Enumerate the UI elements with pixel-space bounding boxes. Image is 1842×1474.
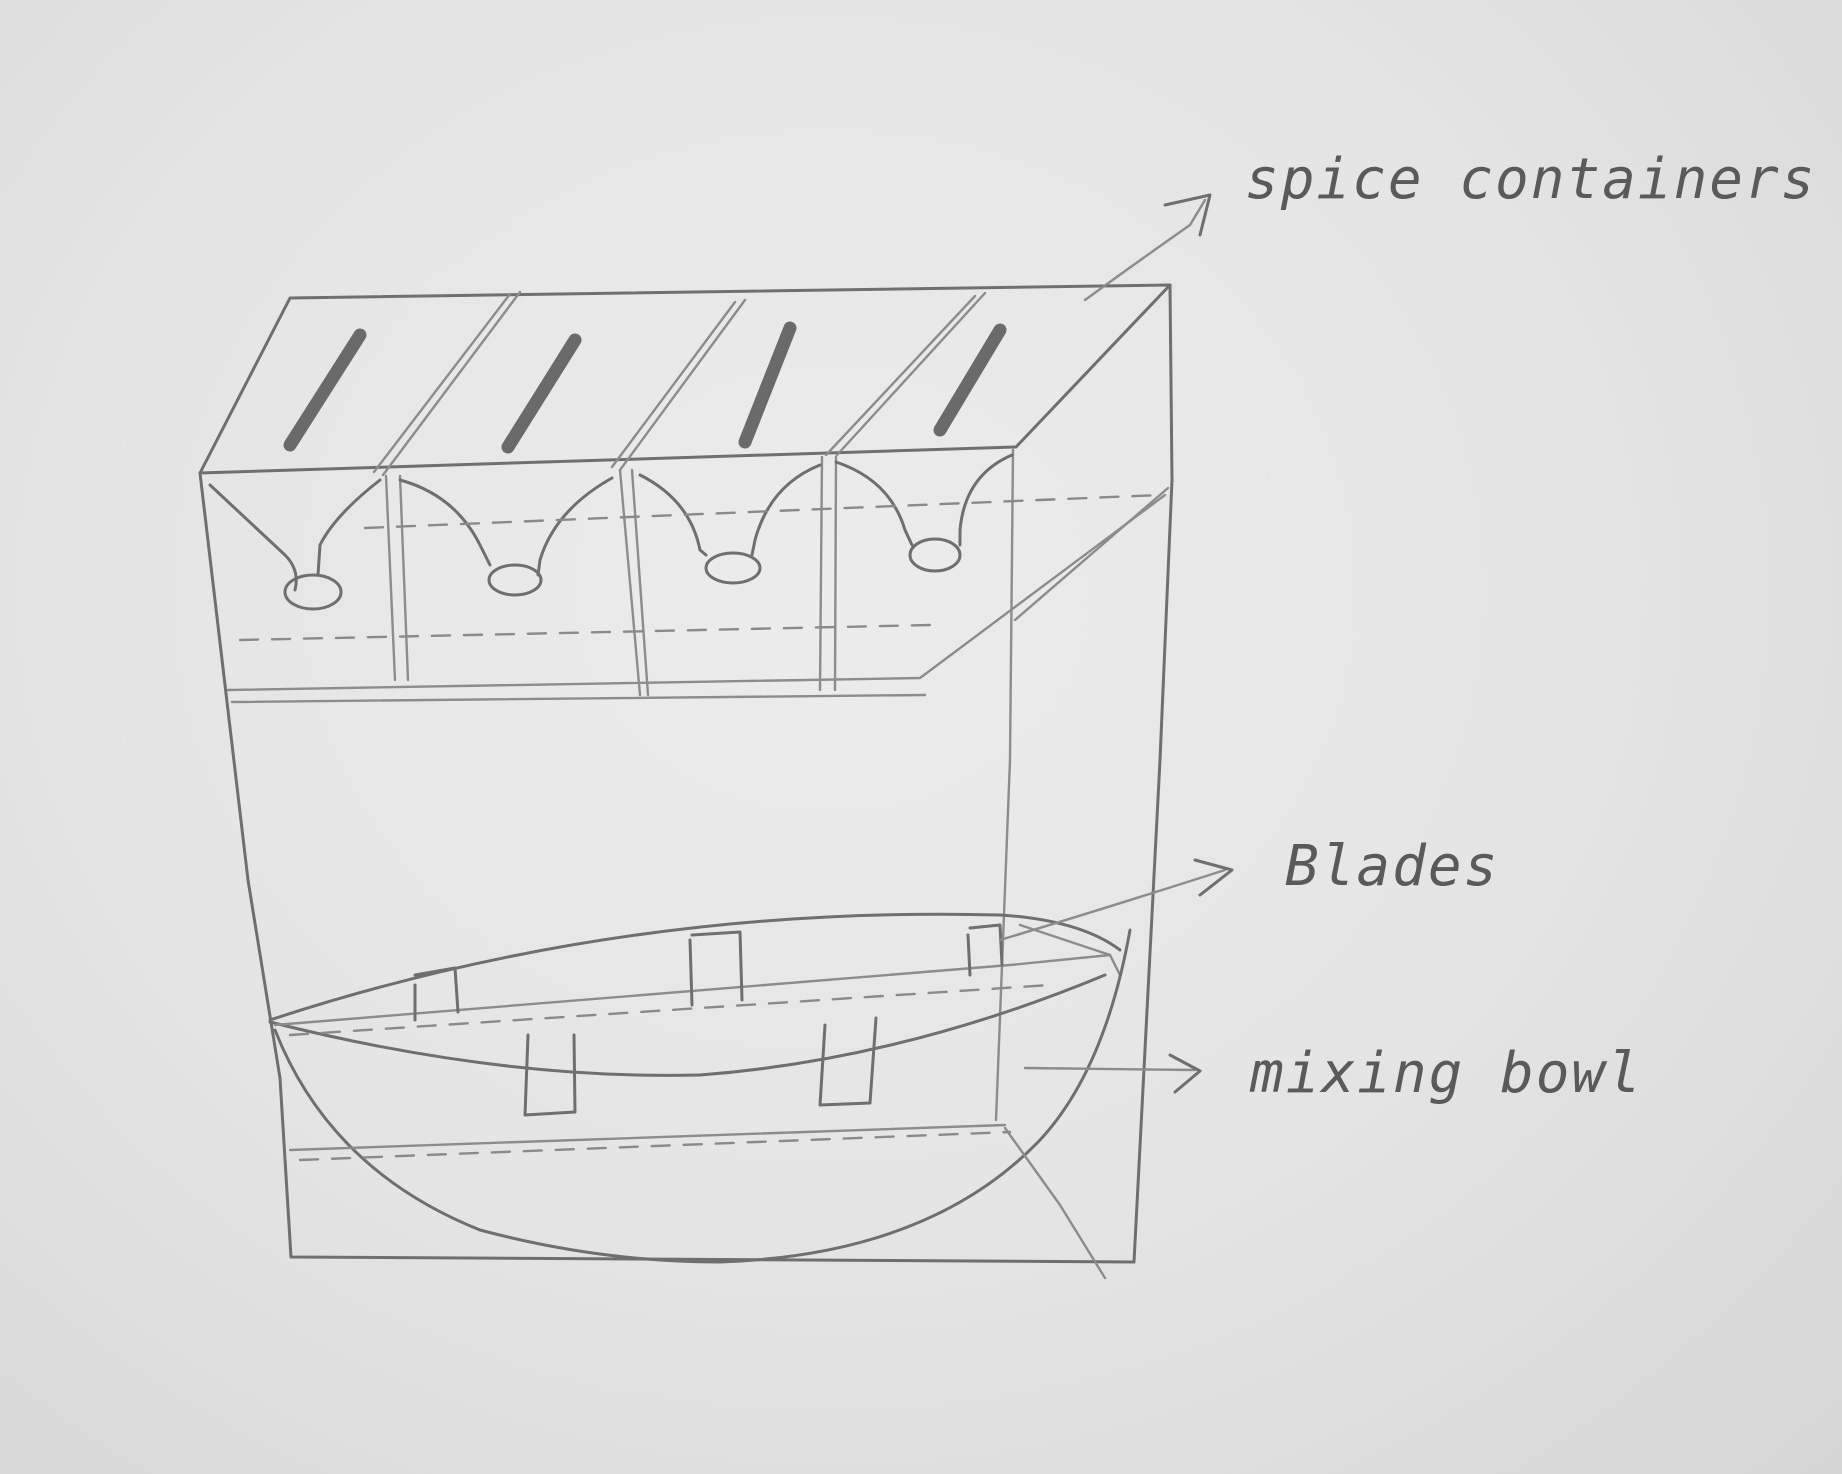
spice-containers-label: spice containers: [1245, 147, 1816, 212]
leader-arrows: [1000, 195, 1232, 1092]
machine-frame: [200, 285, 1172, 1262]
spice-containers: [210, 292, 1168, 702]
mixing-bowl-leader: [1025, 1068, 1195, 1070]
mixing-bowl-arrowhead: [1170, 1055, 1200, 1092]
blades: [270, 914, 1120, 1115]
blades-leader: [1000, 870, 1225, 940]
blades-label: Blades: [1285, 834, 1499, 899]
mixing-bowl-label: mixing bowl: [1249, 1041, 1643, 1106]
